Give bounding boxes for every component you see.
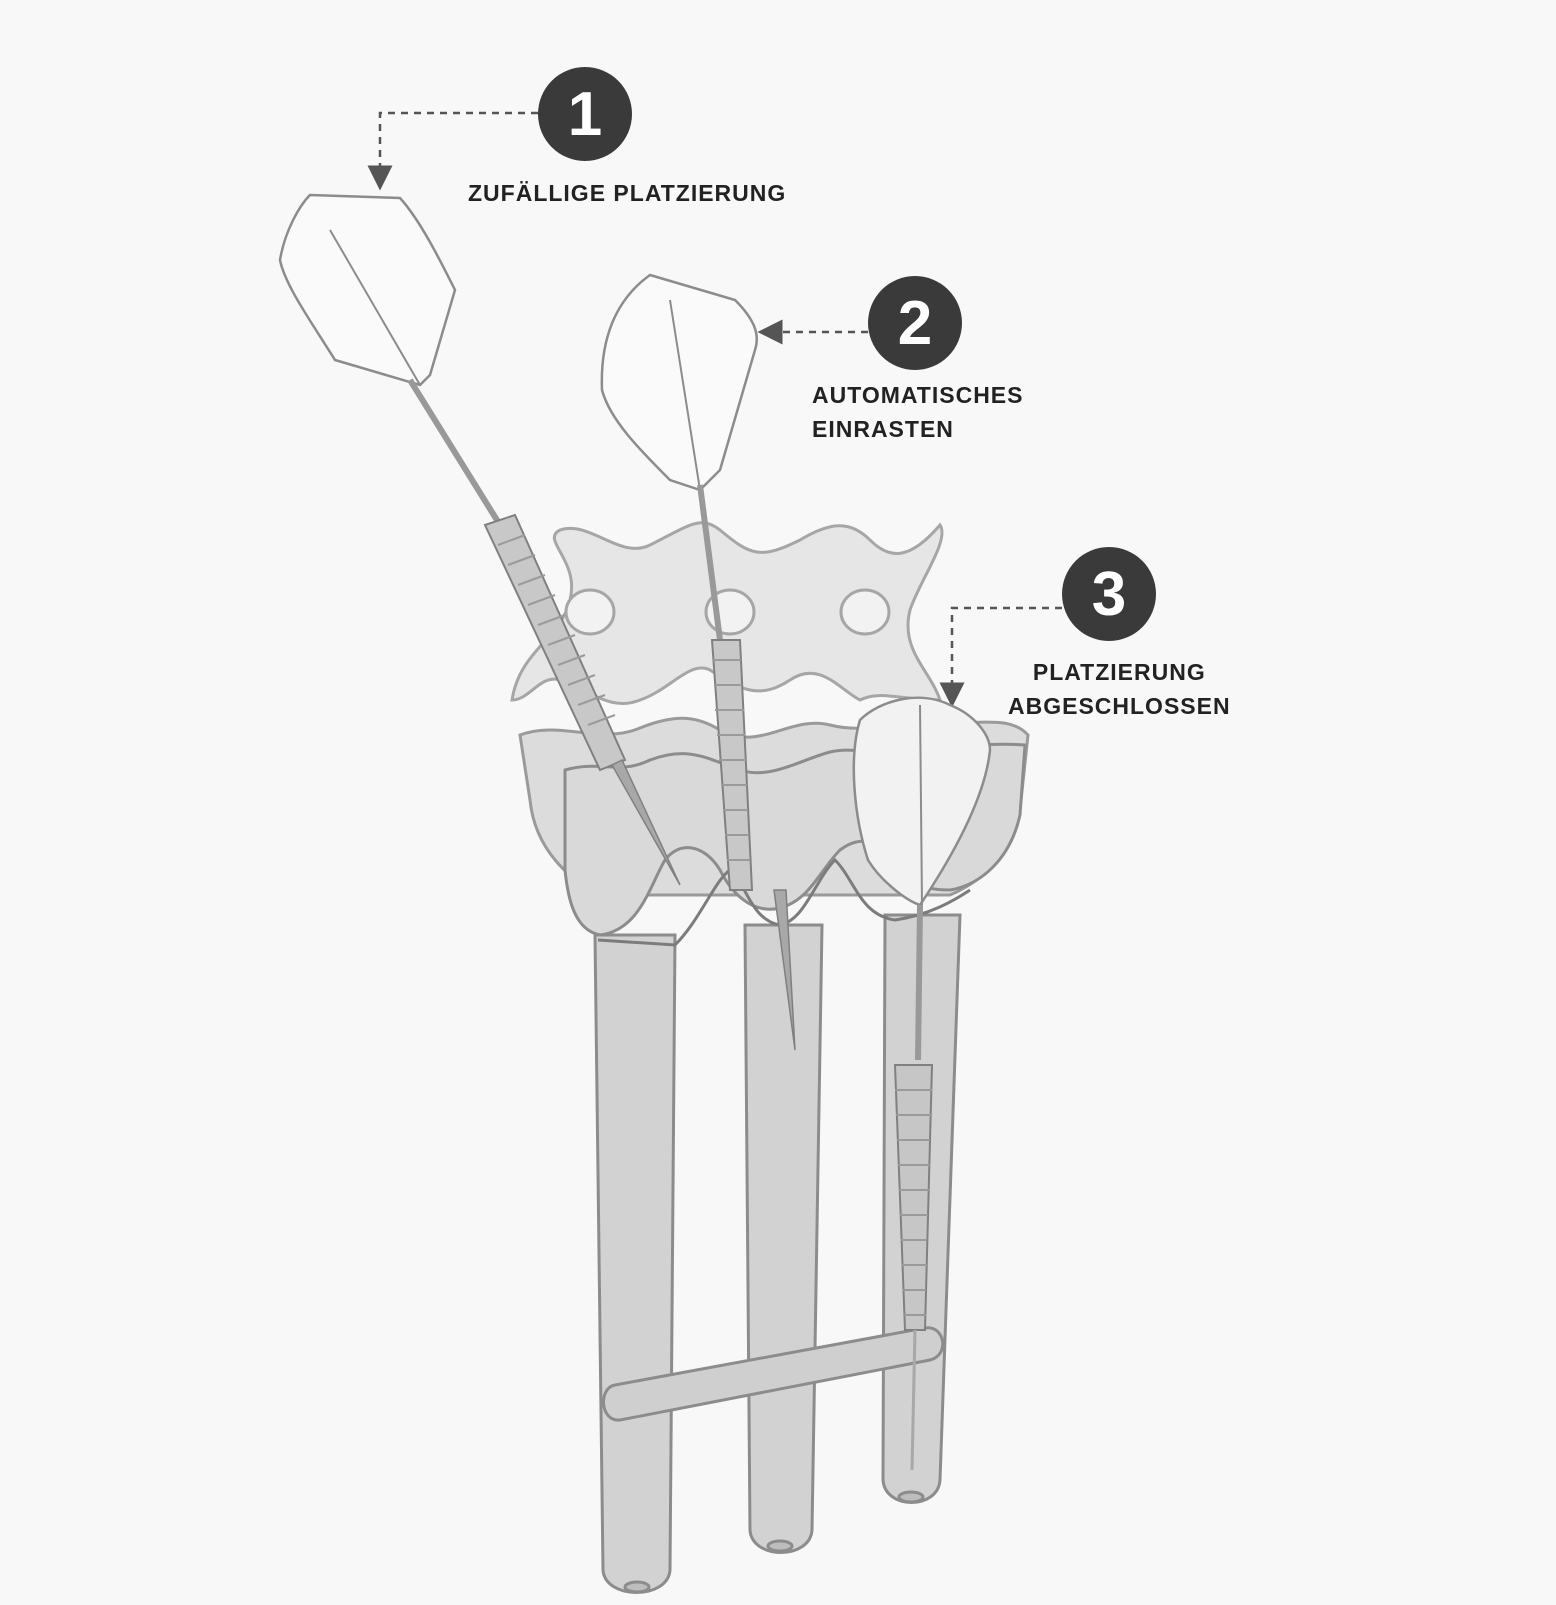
- step-1-badge: 1: [538, 67, 632, 161]
- step-1-label: ZUFÄLLIGE PLATZIERUNG: [468, 176, 786, 210]
- dart-3: [852, 696, 992, 1471]
- callout-lines: [367, 111, 1062, 708]
- dart-3-barrel: [893, 1064, 934, 1331]
- dart-3-tip: [910, 1329, 917, 1471]
- holder-bottom-band: [602, 1326, 945, 1422]
- step-2-label-line-1: AUTOMATISCHES: [812, 382, 1024, 408]
- dart-2-flight: [600, 273, 759, 492]
- step-1-label-line-1: ZUFÄLLIGE PLATZIERUNG: [468, 180, 787, 206]
- tube-middle: [743, 923, 824, 1554]
- callout-line-3: [939, 606, 1062, 708]
- dart-2-barrel: [710, 639, 754, 891]
- holder-top-clip: [510, 521, 944, 705]
- dart-1-tip: [610, 758, 681, 886]
- step-2-badge: 2: [868, 276, 962, 370]
- step-3-badge: 3: [1062, 547, 1156, 641]
- step-1-number: 1: [567, 79, 603, 149]
- step-3-label-line-2: ABGESCHLOSSEN: [1008, 693, 1231, 719]
- dart-1-flight: [278, 193, 457, 387]
- holder-rim: [597, 857, 971, 947]
- step-3-number: 3: [1091, 559, 1127, 629]
- tube-left: [593, 933, 677, 1594]
- step-3-label: PLATZIERUNG ABGESCHLOSSEN: [1008, 655, 1231, 723]
- step-2-label-line-2: EINRASTEN: [812, 416, 954, 442]
- dart-2-tip: [773, 889, 796, 1051]
- step-2-number: 2: [897, 288, 933, 358]
- callout-line-1: [367, 111, 538, 191]
- step-3-label-line-1: PLATZIERUNG: [1032, 659, 1206, 685]
- dart-2: [600, 273, 796, 1051]
- dart-1: [278, 193, 681, 886]
- step-2-label: AUTOMATISCHES EINRASTEN: [812, 378, 1024, 446]
